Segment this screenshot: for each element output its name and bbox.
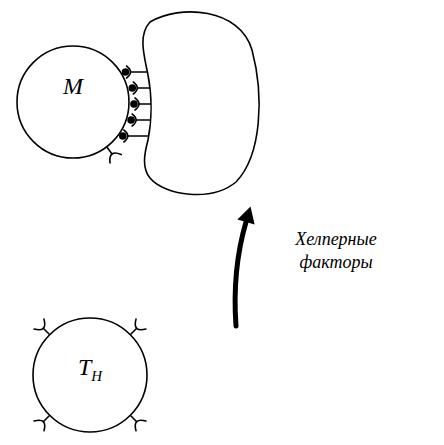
cell-letter: T — [78, 354, 91, 380]
antigen-cell — [143, 12, 259, 195]
cell-subscript: H — [91, 368, 102, 384]
cell-outline — [33, 318, 147, 432]
cell-outline — [17, 46, 129, 158]
cell-letter: M — [63, 73, 83, 99]
cell-outline-svg — [16, 45, 130, 159]
cell-label: M — [63, 74, 83, 98]
arrow-label: Хелперные факторы — [280, 228, 392, 273]
th-receptors — [34, 319, 146, 431]
helper-arrow — [235, 207, 254, 326]
free-receptor — [107, 148, 121, 163]
cell-label: TH — [78, 355, 102, 379]
helper-t-cell: TH — [32, 317, 148, 433]
macrophage-cell: M — [16, 45, 130, 159]
